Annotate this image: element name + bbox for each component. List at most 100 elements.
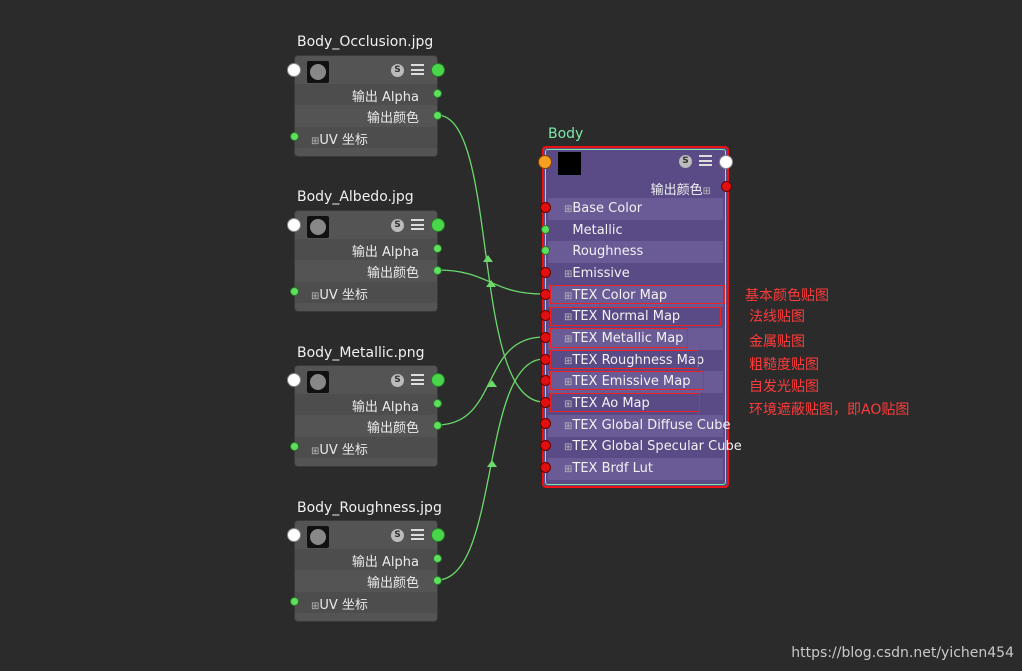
row-uv: ⊞UV 坐标 [295, 282, 437, 303]
node-title-roughness: Body_Roughness.jpg [297, 500, 442, 516]
texture-thumbnail [307, 61, 329, 83]
texture-node-albedo[interactable]: S 输出 Alpha 输出颜色 ⊞UV 坐标 [294, 210, 438, 312]
wire-arrow [487, 460, 497, 467]
body-node-title: Body [548, 126, 584, 142]
row-uv: ⊞UV 坐标 [295, 592, 437, 613]
node-title-occlusion: Body_Occlusion.jpg [297, 34, 434, 50]
input-row: ⊞TEX Ao Map [564, 396, 650, 411]
annotation-base-color: 基本颜色贴图 [745, 288, 829, 304]
input-port[interactable] [287, 218, 301, 232]
highlight-box-ao-map [550, 393, 700, 412]
menu-icon[interactable] [411, 374, 424, 385]
highlight-box-normal-map [550, 307, 721, 326]
body-material-node[interactable]: S 输出颜色⊞ ⊞Base Color ⊞Metallic ⊞Roughness… [542, 146, 742, 488]
body-output-color-label: 输出颜色⊞ [650, 183, 711, 198]
output-port[interactable] [431, 218, 445, 232]
color-output-port[interactable] [433, 421, 442, 430]
input-port-tex-specular-cube[interactable] [540, 440, 551, 451]
alpha-output-port[interactable] [433, 554, 442, 563]
texture-thumbnail [307, 526, 329, 548]
texture-node-metallic[interactable]: S 输出 Alpha 输出颜色 ⊞UV 坐标 [294, 365, 438, 467]
highlight-box-color-map [550, 285, 725, 304]
texture-node-occlusion[interactable]: S 输出 Alpha 输出颜色 ⊞UV 坐标 [294, 55, 438, 157]
annotation-emissive: 自发光贴图 [749, 379, 819, 395]
annotation-ao: 环境遮蔽贴图，即AO贴图 [749, 402, 910, 418]
row-output-color: 输出颜色 [366, 111, 419, 126]
input-row: ⊞Emissive [564, 266, 630, 281]
menu-icon[interactable] [699, 155, 712, 166]
alpha-output-port[interactable] [433, 89, 442, 98]
row-output-color: 输出颜色 [366, 266, 419, 281]
output-port[interactable] [431, 528, 445, 542]
row-uv: ⊞UV 坐标 [295, 127, 437, 148]
wire-metallic-to-metallic [436, 336, 545, 426]
body-input-port[interactable] [538, 155, 552, 169]
highlight-box-roughness-map [550, 350, 698, 369]
wire-arrow [487, 380, 497, 387]
settings-s-icon[interactable]: S [679, 155, 692, 168]
uv-input-port[interactable] [290, 597, 299, 606]
row-uv: ⊞UV 坐标 [295, 437, 437, 458]
wire-arrow [486, 280, 496, 287]
settings-s-icon[interactable]: S [391, 374, 404, 387]
input-row: ⊞TEX Color Map [548, 285, 723, 307]
input-port-emissive[interactable] [540, 267, 551, 278]
wire-arrow [483, 255, 493, 262]
menu-icon[interactable] [411, 64, 424, 75]
alpha-output-port[interactable] [433, 244, 442, 253]
menu-icon[interactable] [411, 219, 424, 230]
row-output-alpha: 输出 Alpha [295, 84, 437, 105]
row-output-alpha: 输出 Alpha [295, 394, 437, 415]
input-row: ⊞TEX Metallic Map [548, 328, 723, 350]
input-port[interactable] [287, 528, 301, 542]
settings-s-icon[interactable]: S [391, 219, 404, 232]
input-port-tex-diffuse-cube[interactable] [540, 418, 551, 429]
input-row: ⊞Base Color [548, 198, 723, 220]
input-port-tex-brdf-lut[interactable] [540, 462, 551, 473]
input-row: ⊞TEX Global Diffuse Cube [548, 415, 730, 437]
texture-node-roughness[interactable]: S 输出 Alpha 输出颜色 ⊞UV 坐标 [294, 520, 438, 622]
input-row: ⊞Roughness [548, 241, 723, 263]
output-port[interactable] [431, 63, 445, 77]
input-port-base-color[interactable] [540, 202, 551, 213]
input-row: ⊞TEX Normal Map [564, 309, 681, 324]
wire-roughness-to-roughness [436, 358, 545, 581]
node-title-albedo: Body_Albedo.jpg [297, 189, 414, 205]
texture-thumbnail [307, 216, 329, 238]
material-preview [558, 152, 581, 175]
input-port[interactable] [287, 373, 301, 387]
color-output-port[interactable] [433, 576, 442, 585]
input-row: ⊞Metallic [572, 223, 623, 238]
uv-input-port[interactable] [290, 287, 299, 296]
settings-s-icon[interactable]: S [391, 529, 404, 542]
output-port[interactable] [431, 373, 445, 387]
input-row: ⊞TEX Global Specular Cube [564, 439, 742, 454]
alpha-output-port[interactable] [433, 399, 442, 408]
highlight-box-emissive-map [550, 371, 704, 390]
body-color-output-port[interactable] [721, 181, 732, 192]
row-output-alpha: 输出 Alpha [295, 549, 437, 570]
color-output-port[interactable] [433, 266, 442, 275]
input-port-metallic[interactable] [541, 225, 550, 234]
input-row: ⊞TEX Emissive Map [548, 371, 723, 393]
input-row: ⊞TEX Brdf Lut [548, 458, 723, 480]
highlight-box-metallic-map [550, 328, 688, 348]
input-port[interactable] [287, 63, 301, 77]
menu-icon[interactable] [411, 529, 424, 540]
texture-thumbnail [307, 371, 329, 393]
uv-input-port[interactable] [290, 132, 299, 141]
watermark: https://blog.csdn.net/yichen454 [791, 645, 1014, 661]
input-port-roughness[interactable] [541, 246, 550, 255]
row-output-color: 输出颜色 [366, 421, 419, 436]
annotation-metallic: 金属贴图 [749, 334, 805, 350]
uv-input-port[interactable] [290, 442, 299, 451]
input-row: ⊞TEX Roughness Map [564, 353, 705, 368]
node-title-metallic: Body_Metallic.png [297, 345, 425, 361]
annotation-normal: 法线贴图 [749, 309, 805, 325]
annotation-roughness: 粗糙度贴图 [749, 357, 819, 373]
body-output-port[interactable] [719, 155, 733, 169]
row-output-alpha: 输出 Alpha [295, 239, 437, 260]
settings-s-icon[interactable]: S [391, 64, 404, 77]
color-output-port[interactable] [433, 111, 442, 120]
